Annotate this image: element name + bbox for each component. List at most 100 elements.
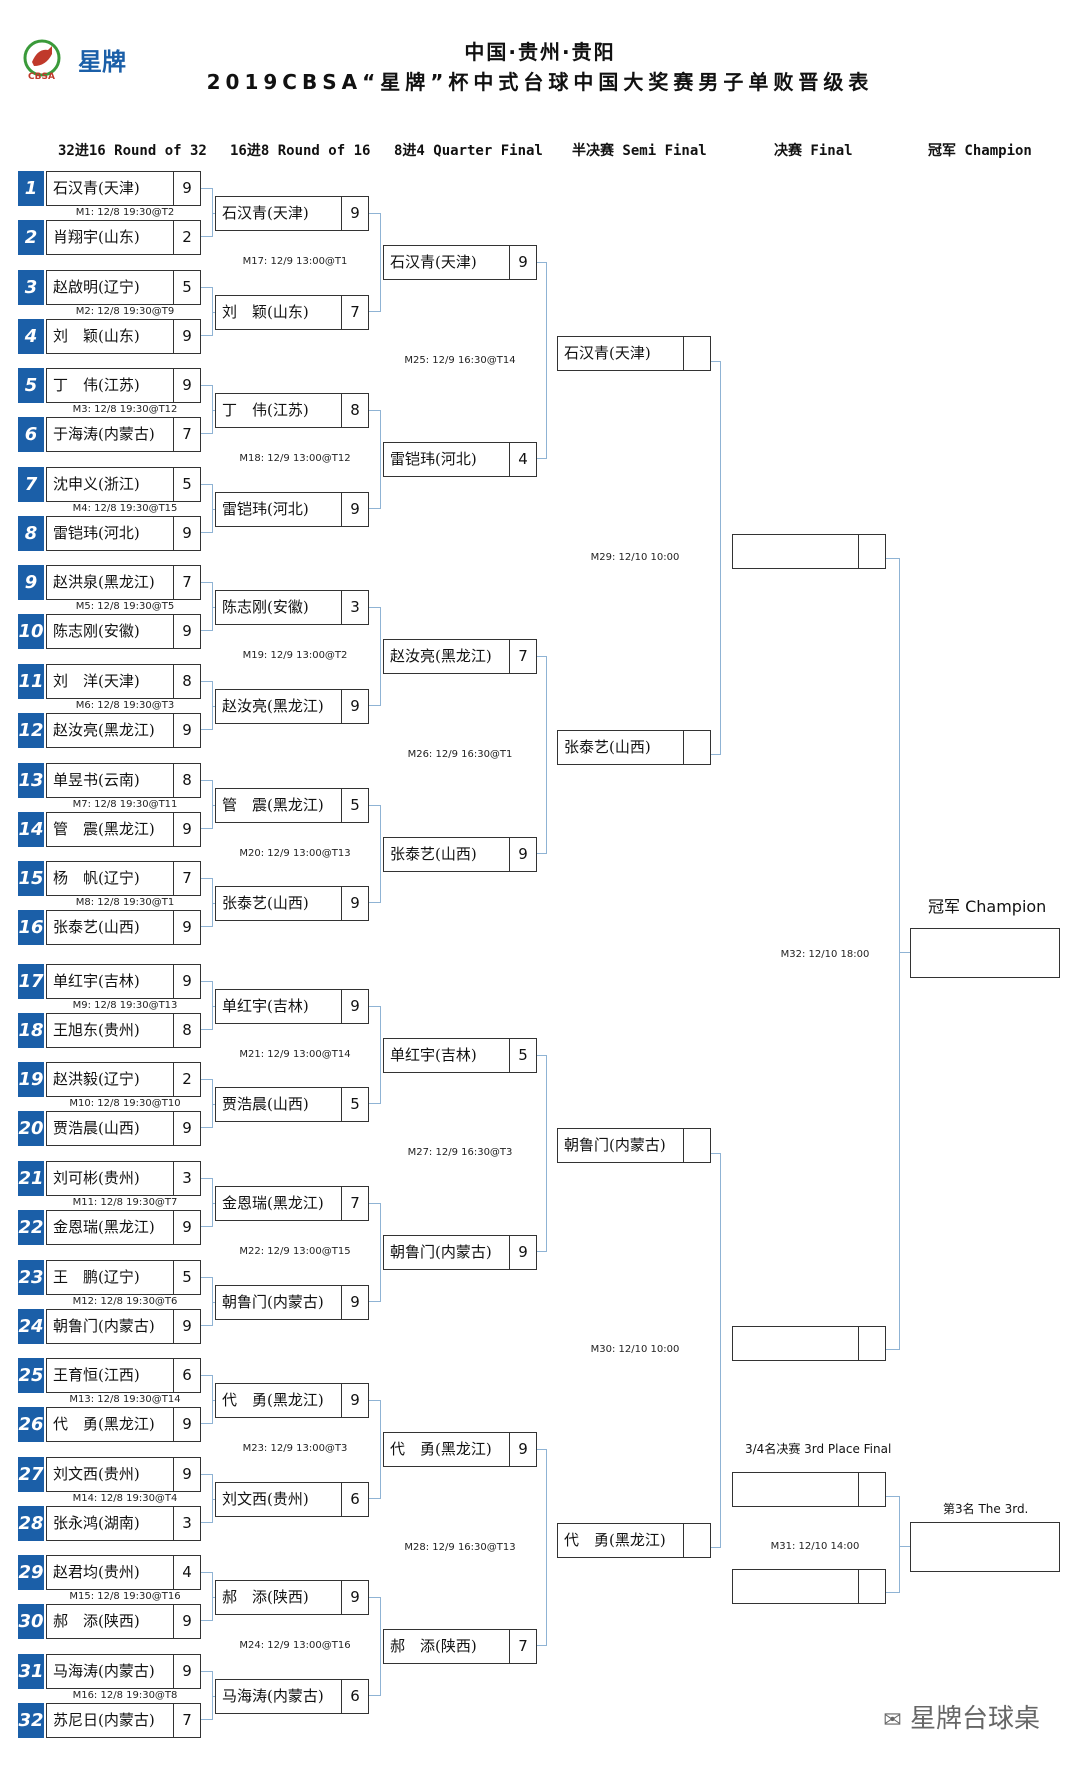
player-score: 9 [509,838,536,871]
player-name: 管 震(黑龙江) [53,820,155,838]
bracket-connector [201,1079,213,1128]
r16-player-slot: 刘文西(贵州)6 [215,1482,369,1517]
champion-box [910,928,1060,978]
player-score [683,731,710,764]
player-score: 5 [173,1261,200,1294]
player-score: 5 [341,789,368,822]
bracket-connector [369,804,381,903]
r16-player-slot: 陈志刚(安徽)3 [215,590,369,625]
connector-stub [213,1695,215,1697]
player-score: 9 [173,615,200,648]
third-place-slot [732,1569,886,1604]
bracket-connector [201,188,213,237]
r32-player-slot: 郝 添(陕西)9 [46,1604,201,1639]
player-name: 马海涛(内蒙古) [222,1687,324,1705]
player-score: 9 [341,887,368,920]
final-player-slot [732,1326,886,1361]
bracket-connector [201,780,213,829]
match-label-m12: M12: 12/8 19:30@T6 [72,1296,178,1307]
player-name: 代 勇(黑龙江) [53,1415,155,1433]
player-score: 7 [509,640,536,673]
connector-stub [213,1202,215,1204]
player-name: 沈申义(浙江) [53,475,140,493]
seed-badge: 2 [18,220,44,255]
player-name: 丁 伟(江苏) [222,401,309,419]
player-score: 4 [509,443,536,476]
seed-badge: 25 [18,1358,44,1393]
seed-badge: 5 [18,368,44,403]
player-score [858,1327,885,1360]
match-label-m9: M9: 12/8 19:30@T13 [72,1000,178,1011]
r32-player-slot: 石汉青(天津)9 [46,171,201,206]
bracket-connector [369,409,381,509]
connector-stub [213,1005,215,1007]
player-score: 9 [509,246,536,279]
player-score: 2 [173,1063,200,1096]
player-score: 9 [173,1310,200,1343]
player-name: 陈志刚(安徽) [53,622,140,640]
player-name: 石汉青(天津) [390,253,477,271]
player-name [733,1473,858,1506]
player-score: 2 [173,221,200,254]
player-name: 郝 添(陕西) [390,1637,477,1655]
player-score: 9 [173,1605,200,1638]
player-name: 杨 帆(辽宁) [53,869,140,887]
r32-player-slot: 马海涛(内蒙古)9 [46,1654,201,1689]
player-name: 朝鲁门(内蒙古) [222,1293,324,1311]
seed-badge: 20 [18,1111,44,1146]
match-label-m3: M3: 12/8 19:30@T12 [72,404,178,415]
player-score: 5 [173,271,200,304]
r16-player-slot: 金恩瑞(黑龙江) 7 [215,1186,369,1221]
player-score: 5 [173,468,200,501]
match-label-m10: M10: 12/8 19:30@T10 [69,1098,181,1109]
player-score: 7 [173,862,200,895]
player-name: 赵汝亮(黑龙江) [390,647,492,665]
r32-player-slot: 单昱书(云南)8 [46,763,201,798]
player-name: 赵汝亮(黑龙江) [222,697,324,715]
qf-player-slot: 朝鲁门(内蒙古)9 [383,1235,537,1270]
r32-player-slot: 丁 伟(江苏)9 [46,368,201,403]
player-name: 赵君均(贵州) [53,1563,140,1581]
player-name: 雷铠玮(河北) [390,450,477,468]
logo-text: 星牌 [78,47,126,76]
connector-stub [213,1103,215,1105]
match-label-m26: M26: 12/9 16:30@T1 [407,749,513,760]
page-title: 2019CBSA“星牌”杯中式台球中国大奖赛男子单败晋级表 [206,70,874,94]
player-name: 单红宇(吉林) [222,997,309,1015]
player-name: 刘文西(贵州) [53,1465,140,1483]
r32-player-slot: 张永鸿(湖南)3 [46,1506,201,1541]
column-header-qf: 8进4 Quarter Final [394,143,543,159]
bracket-connector [201,878,213,927]
r16-player-slot: 贾浩晨(山西)5 [215,1087,369,1122]
bracket-connector [537,656,547,854]
third-place-final-label: 3/4名决赛 3rd Place Final [745,1442,892,1456]
match-label-m7: M7: 12/8 19:30@T11 [72,799,178,810]
r16-player-slot: 雷铠玮(河北)9 [215,492,369,527]
connector-stub [900,952,910,953]
player-score: 4 [173,1556,200,1589]
player-score: 7 [341,1187,368,1220]
r32-player-slot: 赵君均(贵州) 4 [46,1555,201,1590]
match-label-m32: M32: 12/10 18:00 [780,949,870,960]
qf-player-slot: 雷铠玮(河北) 4 [383,442,537,477]
match-label-m28: M28: 12/9 16:30@T13 [404,1542,516,1553]
player-name: 金恩瑞(黑龙江) [222,1194,324,1212]
seed-badge: 32 [18,1703,44,1738]
bracket-connector [201,484,213,533]
bracket-connector [201,1375,213,1424]
seed-badge: 3 [18,270,44,305]
player-name: 代 勇(黑龙江) [390,1440,492,1458]
player-score: 7 [341,296,368,329]
final-player-slot [732,534,886,569]
bracket-connector [711,360,721,755]
match-label-m22: M22: 12/9 13:00@T15 [239,1246,351,1257]
connector-stub [213,1301,215,1303]
seed-badge: 4 [18,319,44,354]
horse-logo-icon [23,39,61,77]
player-score: 9 [173,714,200,747]
r16-player-slot: 刘 颖(山东)7 [215,295,369,330]
connector-stub [213,1498,215,1500]
player-name: 王 鹏(辽宁) [53,1268,140,1286]
bracket-connector [201,582,213,631]
seed-badge: 15 [18,861,44,896]
